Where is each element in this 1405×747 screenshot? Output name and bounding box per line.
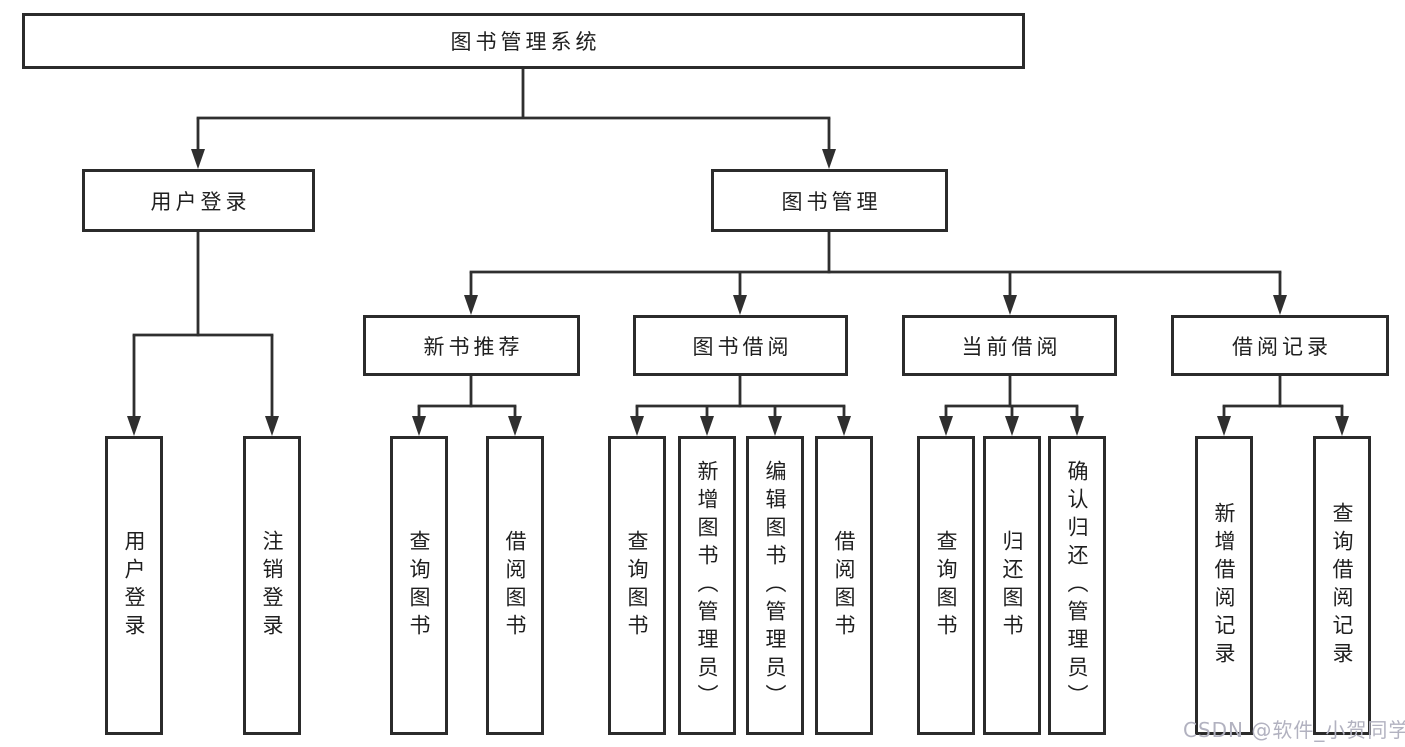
node-user-login: 用户登录: [82, 169, 315, 232]
leaf-query-borrow-record: 查询借阅记录: [1313, 436, 1371, 735]
node-borrow-records: 借阅记录: [1171, 315, 1389, 376]
node-root-system: 图书管理系统: [22, 13, 1025, 69]
leaf-borrow-book: 借阅图书: [815, 436, 873, 735]
leaf-logout: 注销登录: [243, 436, 301, 735]
leaf-query-books-current: 查询图书: [917, 436, 975, 735]
arrowheads: [127, 149, 1349, 436]
node-new-book-recommend: 新书推荐: [363, 315, 580, 376]
node-current-borrow: 当前借阅: [902, 315, 1117, 376]
node-book-management: 图书管理: [711, 169, 948, 232]
leaf-edit-book-admin: 编辑图书（管理员）: [746, 436, 804, 735]
leaf-return-book: 归还图书: [983, 436, 1041, 735]
leaf-query-books-recommend: 查询图书: [390, 436, 448, 735]
leaf-add-borrow-record: 新增借阅记录: [1195, 436, 1253, 735]
leaf-user-login: 用户登录: [105, 436, 163, 735]
leaf-query-books-borrow: 查询图书: [608, 436, 666, 735]
leaf-add-book-admin: 新增图书（管理员）: [678, 436, 736, 735]
csdn-watermark: CSDN @软件_小贺同学: [1183, 718, 1405, 742]
leaf-confirm-return-admin: 确认归还（管理员）: [1048, 436, 1106, 735]
node-book-borrow: 图书借阅: [633, 315, 848, 376]
leaf-borrow-books-recommend: 借阅图书: [486, 436, 544, 735]
